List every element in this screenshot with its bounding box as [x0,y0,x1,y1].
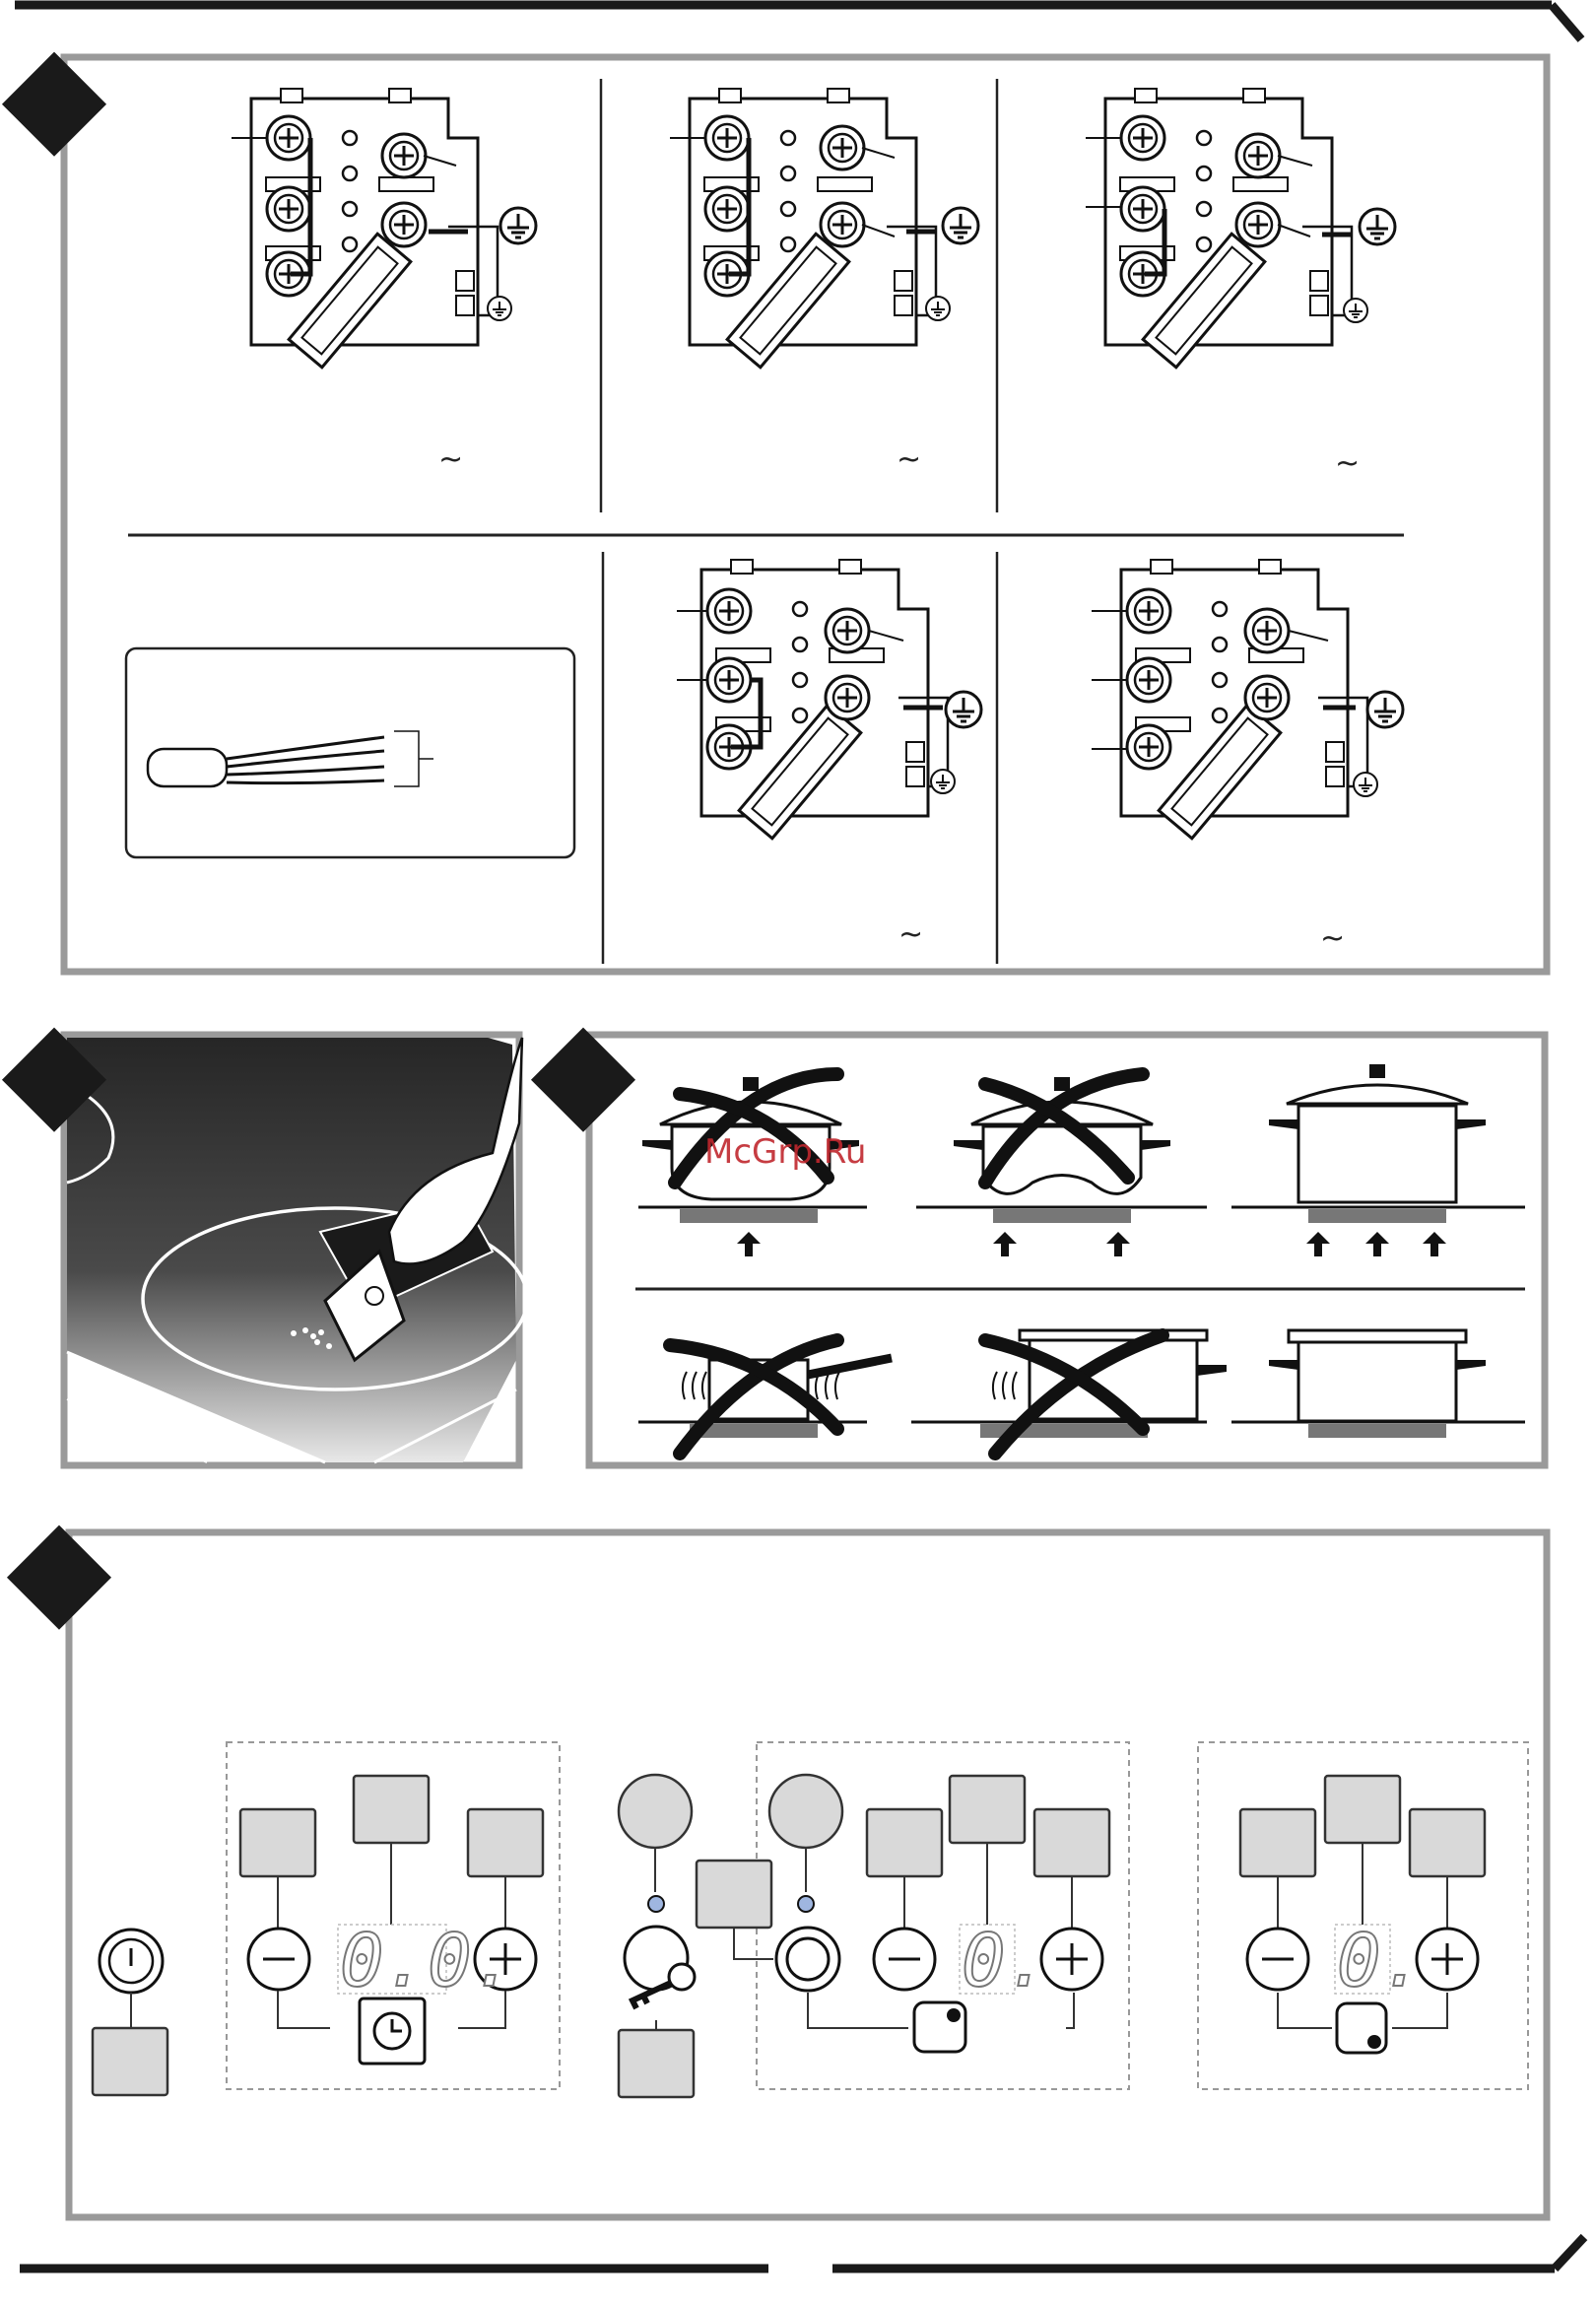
zone-left-indicator-button[interactable] [914,2002,965,2052]
callout-circle [619,1775,692,1848]
callout-circle [769,1775,842,1848]
timer-button[interactable] [360,1999,425,2064]
earth-icon [926,297,950,320]
callout-box [1410,1809,1485,1876]
callout-box [1034,1809,1109,1876]
cookware-panel: McGrp.Ru [531,1028,1545,1465]
led-indicator [798,1896,814,1912]
earth-icon [500,208,536,243]
callout-box [1325,1776,1400,1843]
zone-select-button[interactable] [776,1928,839,1991]
ac-symbol: ~ [1320,921,1345,956]
wiring-panel: ~ ~ ~ [2,52,1547,972]
callout-box [240,1809,315,1876]
callout-box [697,1861,771,1928]
earth-icon [931,770,955,793]
ac-symbol: ~ [438,442,463,477]
callout-box [468,1809,543,1876]
zone-right-display: 0. [1337,1919,1425,2003]
zone-left-plus-button[interactable] [1041,1929,1102,1990]
zone-right-minus-button[interactable] [1247,1929,1308,1990]
cleaning-panel [2,1028,527,1465]
earth-icon [946,692,981,727]
led-indicator [648,1896,664,1912]
zone-icon [947,2008,961,2022]
zone-right-indicator-button[interactable] [1337,2003,1386,2053]
watermark: McGrp.Ru [704,1132,866,1172]
earth-icon [1360,209,1395,244]
earth-icon [488,297,511,320]
zone-icon [1367,2035,1381,2049]
callout-box [619,2030,694,2097]
timer-display: 0.0. [340,1919,515,2003]
earth-icon [1344,299,1367,322]
zone-left-display: 0. [962,1919,1049,2003]
zone-right-plus-button[interactable] [1417,1929,1478,1990]
top-rule [15,5,1581,39]
callout-box [950,1776,1025,1843]
control-panel: 0. 0. [7,1525,1547,2217]
callout-box [93,2028,167,2095]
cable-illustration [126,648,574,857]
callout-box [867,1809,942,1876]
power-button[interactable] [100,1930,163,1993]
earth-icon [1367,692,1403,727]
bottom-rule [20,2237,1584,2269]
earth-icon [1354,773,1377,796]
ac-symbol: ~ [1335,446,1360,481]
earth-icon [943,208,978,243]
ac-symbol: ~ [898,917,923,952]
ac-symbol: ~ [897,442,921,477]
callout-box [354,1776,429,1843]
callout-box [1240,1809,1315,1876]
zone-left-minus-button[interactable] [874,1929,935,1990]
timer-minus-button[interactable] [248,1929,309,1990]
clock-icon [374,2013,410,2049]
